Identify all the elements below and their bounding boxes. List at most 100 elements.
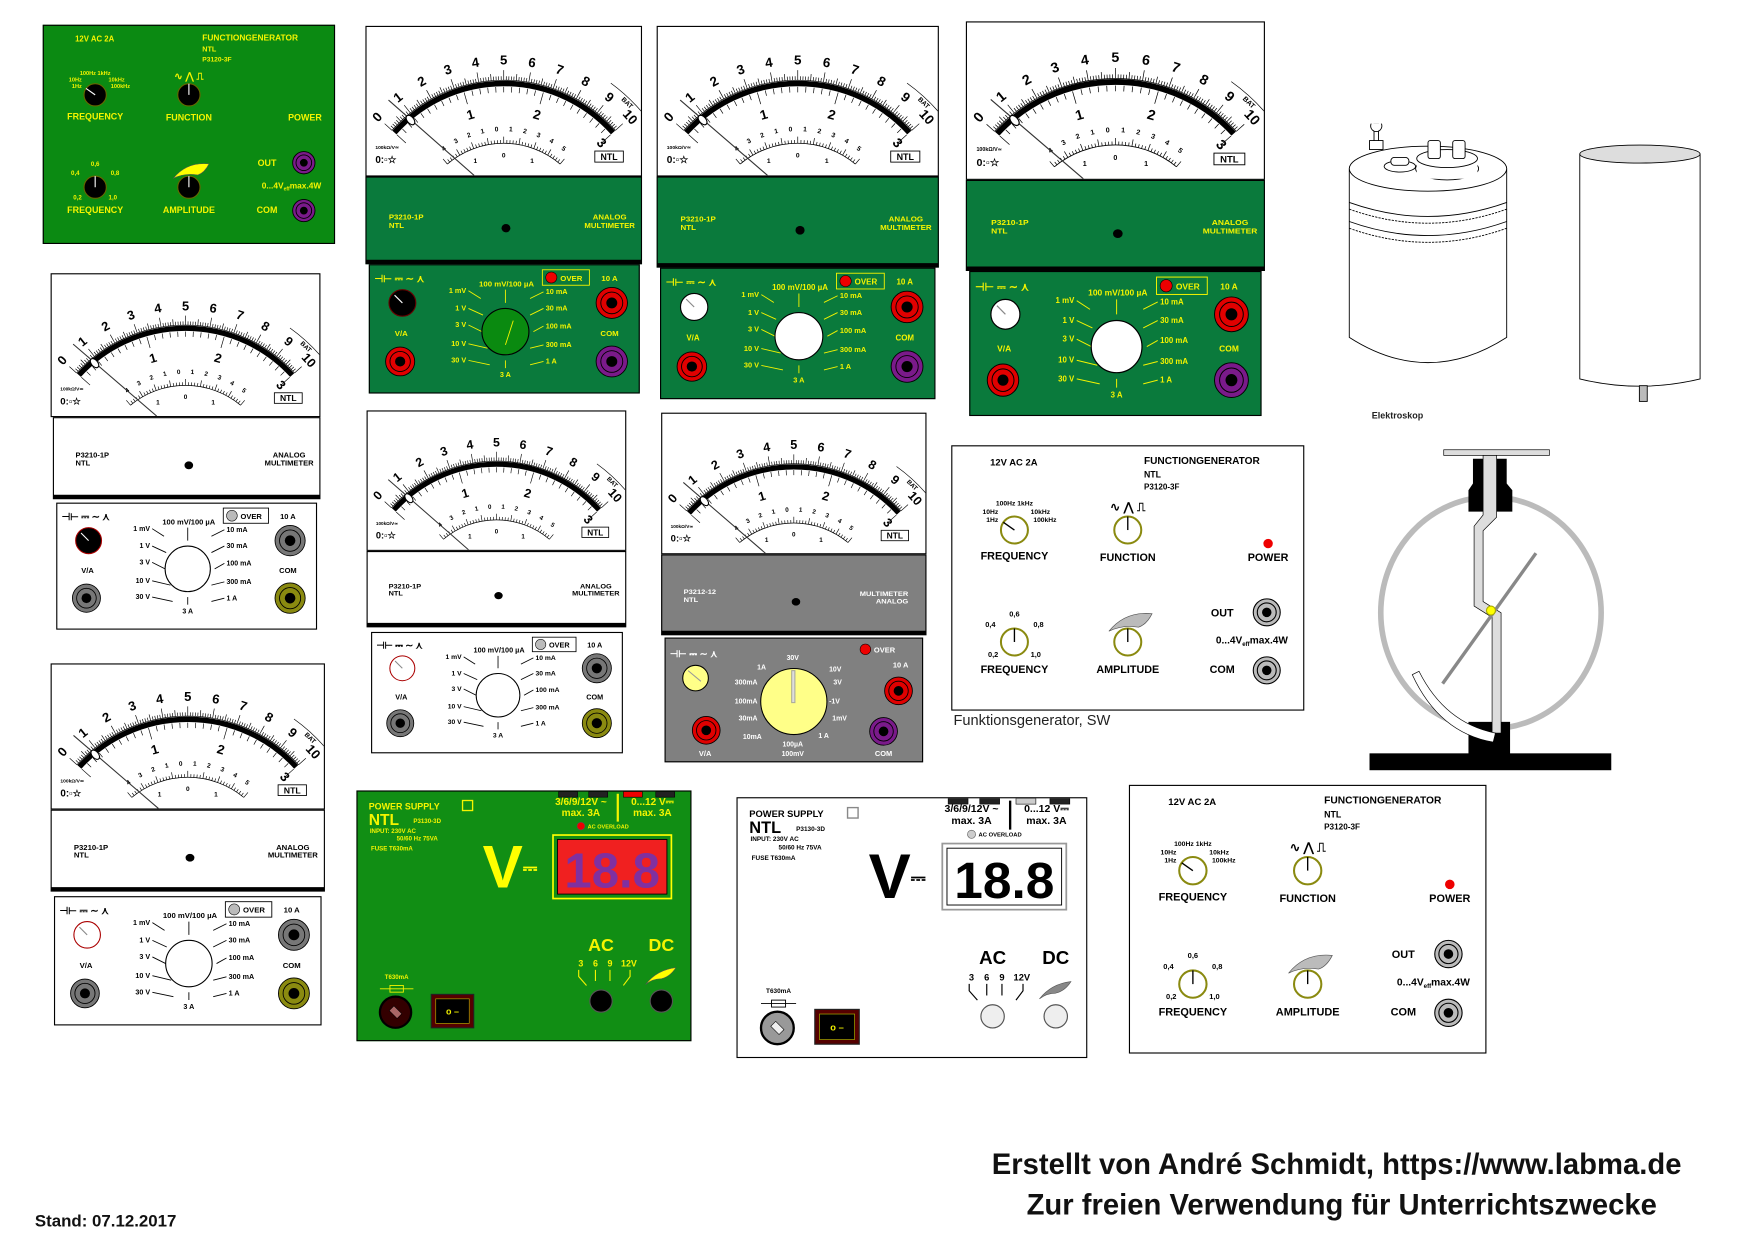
va-jack[interactable] xyxy=(385,346,416,377)
fuse-holder[interactable] xyxy=(378,995,413,1029)
com-jack[interactable] xyxy=(274,582,306,614)
com-jack[interactable] xyxy=(595,345,628,378)
range-label: 10kHz xyxy=(1209,849,1229,856)
com-jack[interactable] xyxy=(292,199,316,223)
com-jack[interactable] xyxy=(1214,362,1249,399)
va-jack[interactable] xyxy=(70,978,100,1009)
output-terminal[interactable] xyxy=(588,791,609,798)
va-jack[interactable] xyxy=(676,351,708,382)
scale-number: 9 xyxy=(281,333,296,349)
scale-number: 0 xyxy=(970,109,987,126)
zero-adjust-screw[interactable] xyxy=(185,853,195,862)
range-label: 1 mV xyxy=(445,654,462,661)
com-jack[interactable] xyxy=(581,708,612,739)
zero-adjust-screw[interactable] xyxy=(184,461,194,470)
power-switch[interactable] xyxy=(430,993,475,1029)
frequency-fine-knob[interactable] xyxy=(999,627,1029,657)
function-knob[interactable] xyxy=(388,289,417,317)
range-dial[interactable] xyxy=(475,672,521,718)
scale-number: 5 xyxy=(855,145,862,153)
type-label: MULTIMETER xyxy=(572,591,619,597)
output-terminal[interactable] xyxy=(1049,798,1071,805)
amplitude-knob[interactable] xyxy=(177,175,201,199)
scale-number: 5 xyxy=(790,438,797,452)
range-dial[interactable] xyxy=(774,312,824,361)
10a-jack[interactable] xyxy=(890,290,924,324)
brand-label: NTL xyxy=(681,223,697,232)
dc-voltage-knob[interactable] xyxy=(1043,1004,1069,1029)
function-knob[interactable] xyxy=(1113,515,1143,545)
out-jack[interactable] xyxy=(292,151,316,175)
brand-logo xyxy=(880,529,909,542)
scale-number: 1 xyxy=(1090,129,1095,137)
range-lines xyxy=(151,527,225,605)
fuse-holder[interactable] xyxy=(759,1010,795,1046)
10a-jack[interactable] xyxy=(581,653,612,684)
function-knob[interactable] xyxy=(75,527,103,555)
range-dial[interactable] xyxy=(1090,319,1143,374)
com-jack[interactable] xyxy=(277,977,310,1010)
10a-jack[interactable] xyxy=(277,918,310,951)
zero-adjust-screw[interactable] xyxy=(494,592,503,600)
dc-output-label: 0...12 V⎓ xyxy=(631,797,674,808)
range-label: 100 mV/100 µA xyxy=(479,279,534,288)
power-switch[interactable] xyxy=(814,1008,860,1045)
scale-number: 1 xyxy=(465,106,476,123)
range-dial[interactable] xyxy=(164,545,211,593)
function-knob[interactable] xyxy=(1292,855,1323,886)
frequency-fine-knob[interactable] xyxy=(83,175,107,199)
frequency-range-knob[interactable] xyxy=(83,83,107,107)
dc-voltage-knob[interactable] xyxy=(649,989,674,1013)
amplitude-knob[interactable] xyxy=(1113,627,1143,657)
function-knob[interactable] xyxy=(73,921,101,949)
com-jack[interactable] xyxy=(869,717,898,746)
range-dial[interactable] xyxy=(481,307,530,356)
10a-jack[interactable] xyxy=(1214,296,1249,333)
com-jack[interactable] xyxy=(890,350,924,383)
scale-number: 2 xyxy=(531,106,542,123)
va-jack[interactable] xyxy=(386,709,415,738)
function-knob[interactable] xyxy=(177,83,201,107)
scale-number: 4 xyxy=(155,691,165,707)
va-jack[interactable] xyxy=(71,583,101,613)
10a-jack[interactable] xyxy=(884,676,913,706)
output-terminal[interactable] xyxy=(979,798,1000,805)
zero-adjust-screw[interactable] xyxy=(501,223,511,233)
output-terminal[interactable] xyxy=(623,791,643,798)
function-knob[interactable] xyxy=(389,655,416,682)
output-terminal[interactable] xyxy=(947,798,969,805)
output-terminal[interactable] xyxy=(558,791,578,798)
frequency-fine-knob[interactable] xyxy=(1178,969,1208,999)
function-knob[interactable] xyxy=(990,298,1021,330)
function-knob[interactable] xyxy=(679,292,709,322)
ac-voltage-knob[interactable] xyxy=(589,989,613,1013)
scale-number: 0 xyxy=(369,109,385,125)
va-jack[interactable] xyxy=(691,716,721,745)
frequency-range-knob[interactable] xyxy=(1178,855,1208,886)
com-jack[interactable] xyxy=(1434,998,1463,1028)
va-jack[interactable] xyxy=(986,363,1020,397)
scale-number: 0 xyxy=(186,786,190,793)
zero-adjust-screw[interactable] xyxy=(795,225,805,235)
output-terminal[interactable] xyxy=(1015,798,1037,805)
zero-adjust-screw[interactable] xyxy=(791,597,801,606)
scale-number: 8 xyxy=(1197,71,1212,89)
range-dial[interactable] xyxy=(165,939,213,988)
frequency-range-knob[interactable] xyxy=(999,515,1029,545)
10a-jack[interactable] xyxy=(595,287,628,319)
range-dial[interactable] xyxy=(760,667,828,736)
scale-number: 4 xyxy=(764,55,774,71)
amplitude-knob[interactable] xyxy=(1292,969,1323,999)
zero-adjust-screw[interactable] xyxy=(1112,229,1123,238)
function-knob[interactable] xyxy=(682,664,709,692)
10a-label: 10 A xyxy=(280,512,296,521)
output-terminal[interactable] xyxy=(655,791,676,798)
ac-voltage-knob[interactable] xyxy=(980,1004,1005,1029)
com-jack[interactable] xyxy=(1252,656,1281,685)
spec-symbols: 0:▫☆ xyxy=(976,157,999,169)
out-jack[interactable] xyxy=(1252,598,1281,627)
out-jack[interactable] xyxy=(1434,939,1463,969)
10a-jack[interactable] xyxy=(274,525,306,557)
